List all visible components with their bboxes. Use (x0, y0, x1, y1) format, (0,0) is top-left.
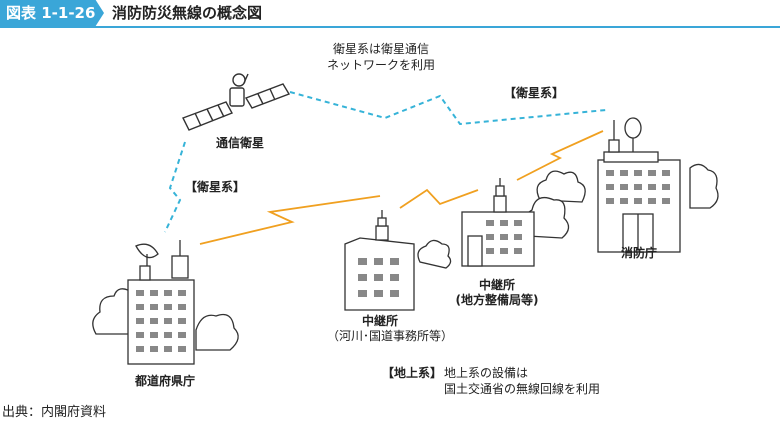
relay-river-windows (358, 258, 399, 297)
ground-system-tag: 【地上系】 (382, 366, 443, 380)
relay-regional-name: 中継所 (478, 278, 516, 292)
satellite-link-upper (289, 91, 607, 126)
satellite-link-left (164, 141, 186, 233)
satellite-note-line2: ネットワークを利用 (326, 58, 436, 72)
satellite-icon (182, 73, 291, 131)
prefecture-building (92, 240, 239, 365)
fire-dept-label: 消防庁 (620, 246, 658, 260)
satellite-system-label-right: 【衛星系】 (504, 86, 565, 100)
relay-river-detail: （河川･国道事務所等） (326, 329, 454, 343)
relay-regional-windows (486, 220, 522, 254)
satellite-note-line1: 衛星系は衛星通信 (332, 42, 430, 56)
header-divider (0, 26, 780, 28)
ground-links (199, 130, 604, 245)
comm-satellite-label: 通信衛星 (215, 136, 265, 150)
ground-link-1 (199, 195, 381, 245)
satellite-system-label-left: 【衛星系】 (185, 180, 246, 194)
source-note: 出典：内閣府資料 (2, 405, 107, 420)
figure-header: 図表 1-1-26 消防防災無線の概念図 (0, 0, 780, 28)
ground-note-line2: 国土交通省の無線回線を利用 (444, 382, 601, 396)
prefecture-office-label: 都道府県庁 (134, 374, 196, 388)
relay-river-name: 中継所 (361, 314, 399, 328)
fire-dept-windows (606, 170, 670, 204)
ground-link-3 (516, 130, 604, 181)
relay-regional-detail: (地方整備局等) (455, 293, 539, 307)
prefecture-windows (136, 290, 186, 352)
figure-title: 消防防災無線の概念図 (112, 4, 263, 22)
satellite-links (164, 91, 607, 233)
ground-link-2 (399, 188, 479, 209)
ground-note-line1: 地上系の設備は (444, 366, 529, 380)
figure-number-tag: 図表 1-1-26 (0, 0, 104, 26)
